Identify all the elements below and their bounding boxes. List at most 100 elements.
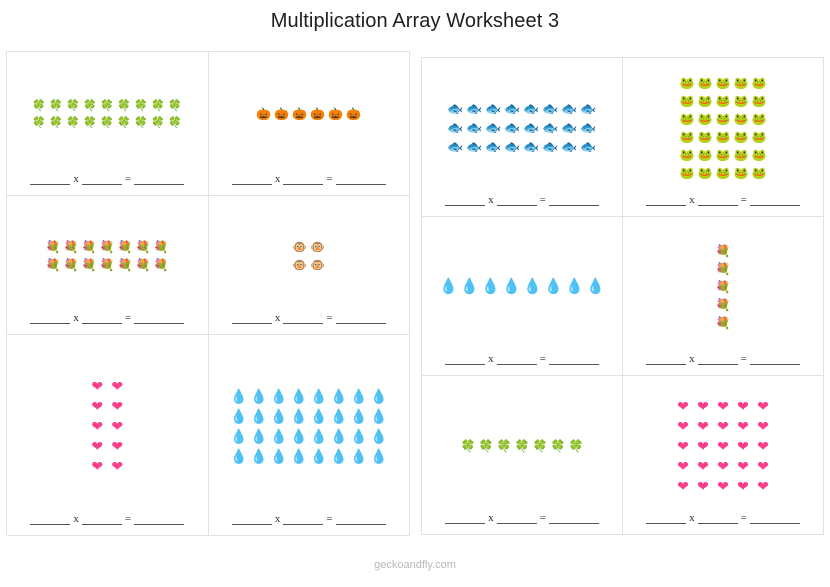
clover-icon: 🍀: [460, 438, 476, 453]
pumpkin-icon: 🎃: [274, 107, 290, 121]
problem-cell: 🎃🎃🎃🎃🎃🎃x=: [208, 52, 410, 196]
clover-icon: 🍀: [168, 117, 183, 129]
equals-symbol: =: [124, 312, 132, 324]
product-blank[interactable]: [335, 174, 386, 185]
heart-icon: ❤: [737, 437, 749, 454]
clover-icon: 🍀: [151, 100, 166, 112]
factor1-blank[interactable]: [30, 313, 71, 324]
factor2-blank[interactable]: [81, 313, 122, 324]
droplet-icon: 💧: [330, 387, 348, 404]
clover-icon: 🍀: [514, 438, 530, 453]
product-blank[interactable]: [548, 354, 599, 365]
product-blank[interactable]: [335, 313, 386, 324]
array-row: 🍀🍀🍀🍀🍀🍀🍀🍀🍀: [31, 98, 184, 115]
array-row: 🐵🐵: [291, 257, 327, 275]
factor1-blank[interactable]: [445, 354, 486, 365]
product-blank[interactable]: [749, 354, 800, 365]
droplet-icon: 💧: [565, 278, 584, 295]
clover-icon: 🍀: [49, 100, 64, 112]
fish-icon: 🐟: [561, 101, 578, 116]
equals-symbol: =: [124, 173, 132, 185]
droplet-icon: 💧: [310, 407, 328, 424]
factor2-blank[interactable]: [81, 514, 122, 525]
factor1-blank[interactable]: [30, 174, 71, 185]
factor1-blank[interactable]: [231, 313, 272, 324]
droplet-icon: 💧: [290, 427, 308, 444]
factor2-blank[interactable]: [697, 354, 738, 365]
heart-icon: ❤: [737, 457, 749, 474]
product-blank[interactable]: [134, 313, 185, 324]
heart-icon: ❤: [677, 437, 689, 454]
factor2-blank[interactable]: [496, 195, 537, 206]
emoji-array: ❤❤❤❤❤❤❤❤❤❤: [87, 377, 127, 477]
droplet-icon: 💧: [270, 407, 288, 424]
frog-face-icon: 🐸: [751, 93, 767, 108]
array-row: 🐟🐟🐟🐟🐟🐟🐟🐟: [446, 100, 598, 119]
fish-icon: 🐟: [447, 139, 464, 154]
bouquet-icon: 💐: [45, 257, 61, 272]
pumpkin-icon: 🎃: [346, 107, 362, 121]
factor1-blank[interactable]: [646, 354, 687, 365]
product-blank[interactable]: [749, 513, 800, 524]
droplet-icon: 💧: [230, 387, 248, 404]
product-blank[interactable]: [134, 174, 185, 185]
factor1-blank[interactable]: [231, 174, 272, 185]
clover-icon: 🍀: [478, 438, 494, 453]
factor2-blank[interactable]: [283, 514, 324, 525]
heart-icon: ❤: [91, 377, 104, 394]
factor1-blank[interactable]: [646, 195, 687, 206]
emoji-array: 🍀🍀🍀🍀🍀🍀🍀: [459, 438, 585, 456]
equation-line: x=: [7, 174, 208, 195]
factor2-blank[interactable]: [697, 195, 738, 206]
fish-icon: 🐟: [561, 139, 578, 154]
product-blank[interactable]: [749, 195, 800, 206]
array-row: ❤❤❤❤❤: [673, 437, 773, 457]
array-container: ❤❤❤❤❤❤❤❤❤❤❤❤❤❤❤❤❤❤❤❤❤❤❤❤❤: [623, 376, 823, 513]
clover-icon: 🍀: [32, 117, 47, 129]
fish-icon: 🐟: [542, 120, 559, 135]
factor1-blank[interactable]: [445, 195, 486, 206]
multiply-symbol: x: [689, 353, 695, 365]
bouquet-icon: 💐: [715, 297, 731, 312]
droplet-icon: 💧: [460, 278, 479, 295]
factor1-blank[interactable]: [445, 513, 486, 524]
bouquet-icon: 💐: [99, 257, 115, 272]
problem-cell: 💧💧💧💧💧💧💧💧💧💧💧💧💧💧💧💧💧💧💧💧💧💧💧💧💧💧💧💧💧💧💧💧x=: [208, 335, 410, 536]
factor2-blank[interactable]: [283, 313, 324, 324]
factor1-blank[interactable]: [646, 513, 687, 524]
array-row: ❤❤❤❤❤: [673, 477, 773, 497]
problem-cell: 🐵🐵🐵🐵x=: [208, 196, 410, 335]
fish-icon: 🐟: [580, 139, 597, 154]
product-blank[interactable]: [134, 514, 185, 525]
droplet-icon: 💧: [370, 427, 388, 444]
product-blank[interactable]: [548, 195, 599, 206]
frog-face-icon: 🐸: [751, 147, 767, 162]
array-row: 🍀🍀🍀🍀🍀🍀🍀🍀🍀: [31, 115, 184, 132]
array-row: 🐵🐵: [291, 239, 327, 257]
factor2-blank[interactable]: [697, 513, 738, 524]
factor2-blank[interactable]: [496, 354, 537, 365]
problem-cell: 💐💐💐💐💐💐💐💐💐💐💐💐💐💐x=: [7, 196, 209, 335]
frog-face-icon: 🐸: [715, 165, 731, 180]
fish-icon: 🐟: [542, 139, 559, 154]
frog-face-icon: 🐸: [733, 93, 749, 108]
array-row: ❤❤❤❤❤: [673, 397, 773, 417]
heart-icon: ❤: [697, 417, 709, 434]
array-container: 💧💧💧💧💧💧💧💧: [422, 217, 622, 354]
droplet-icon: 💧: [586, 278, 605, 295]
equals-symbol: =: [740, 194, 747, 206]
equation-line: x=: [209, 514, 410, 535]
heart-icon: ❤: [91, 457, 104, 474]
multiply-symbol: x: [274, 173, 281, 185]
heart-icon: ❤: [757, 457, 769, 474]
droplet-icon: 💧: [250, 447, 268, 464]
factor1-blank[interactable]: [30, 514, 71, 525]
bouquet-icon: 💐: [715, 261, 731, 276]
array-row: 🐸🐸🐸🐸🐸: [678, 93, 768, 111]
factor1-blank[interactable]: [231, 514, 272, 525]
product-blank[interactable]: [335, 514, 386, 525]
product-blank[interactable]: [548, 513, 599, 524]
factor2-blank[interactable]: [283, 174, 324, 185]
factor2-blank[interactable]: [81, 174, 122, 185]
factor2-blank[interactable]: [496, 513, 537, 524]
